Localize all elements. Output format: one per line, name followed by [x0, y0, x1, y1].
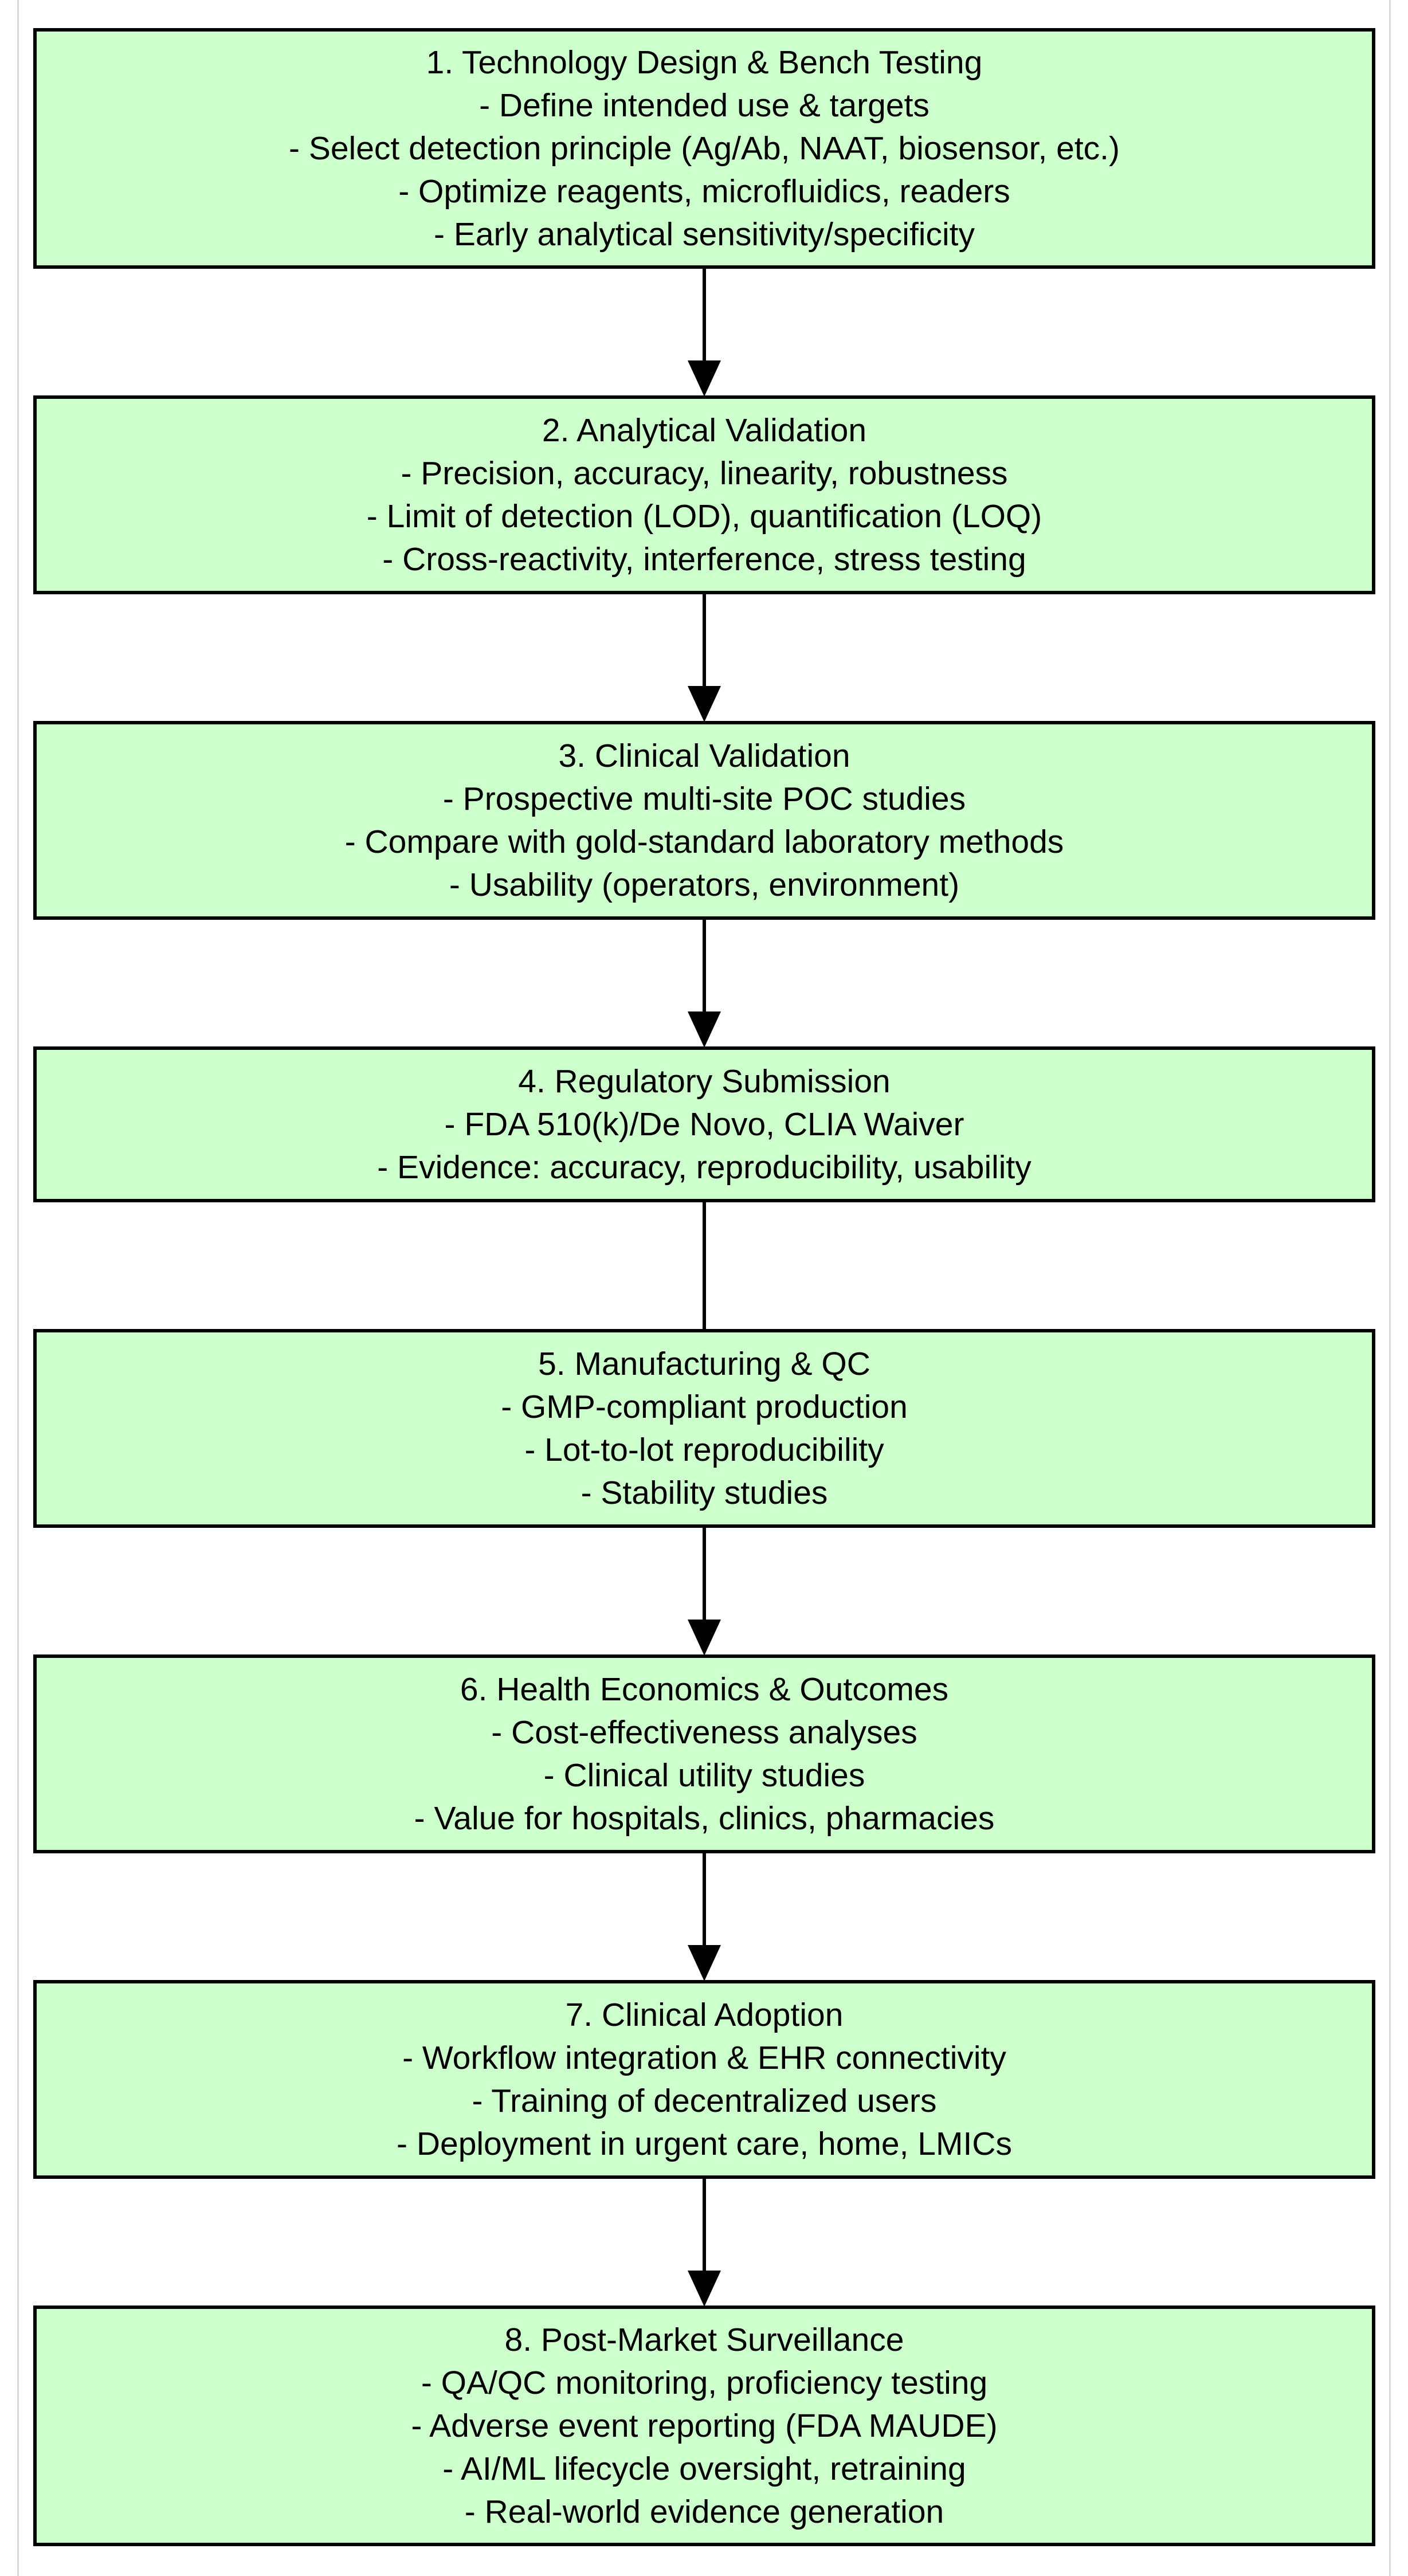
- stage-8-item-4: - Real-world evidence generation: [464, 2493, 944, 2530]
- connector-shaft: [703, 1528, 706, 1620]
- stage-box-7: 7. Clinical Adoption - Workflow integrat…: [33, 1980, 1375, 2179]
- stage-1-item-4: - Early analytical sensitivity/specifici…: [434, 215, 975, 253]
- connector-shaft: [703, 1853, 706, 1945]
- stage-6-item-3: - Value for hospitals, clinics, pharmaci…: [414, 1799, 995, 1837]
- stage-8-item-3: - AI/ML lifecycle oversight, retraining: [442, 2450, 966, 2487]
- stage-6-item-1: - Cost-effectiveness analyses: [491, 1714, 917, 1751]
- connector-shaft: [703, 920, 706, 1011]
- connector-shaft: [703, 594, 706, 686]
- stage-3-item-2: - Compare with gold-standard laboratory …: [344, 823, 1064, 860]
- diagram-frame: [17, 0, 1391, 2576]
- stage-1-title: 1. Technology Design & Bench Testing: [426, 44, 983, 81]
- stage-2-title: 2. Analytical Validation: [542, 411, 867, 449]
- stage-3-item-3: - Usability (operators, environment): [449, 866, 960, 903]
- stage-1-item-2: - Select detection principle (Ag/Ab, NAA…: [289, 130, 1120, 167]
- stage-box-6: 6. Health Economics & Outcomes - Cost-ef…: [33, 1654, 1375, 1853]
- stage-2-item-1: - Precision, accuracy, linearity, robust…: [401, 454, 1008, 492]
- stage-8-item-2: - Adverse event reporting (FDA MAUDE): [411, 2407, 998, 2444]
- stage-4-title: 4. Regulatory Submission: [518, 1062, 891, 1100]
- stage-5-title: 5. Manufacturing & QC: [538, 1345, 870, 1382]
- connector-shaft: [703, 1202, 706, 1329]
- stage-7-item-1: - Workflow integration & EHR connectivit…: [402, 2039, 1006, 2076]
- stage-3-item-1: - Prospective multi-site POC studies: [442, 780, 966, 817]
- arrow-down-icon: [688, 1620, 721, 1656]
- stage-5-item-2: - Lot-to-lot reproducibility: [524, 1431, 884, 1468]
- arrow-down-icon: [688, 1011, 721, 1048]
- stage-box-3: 3. Clinical Validation - Prospective mul…: [33, 721, 1375, 920]
- stage-2-item-2: - Limit of detection (LOD), quantificati…: [366, 497, 1042, 535]
- arrow-down-icon: [688, 2271, 721, 2307]
- stage-4-item-2: - Evidence: accuracy, reproducibility, u…: [377, 1148, 1032, 1186]
- stage-6-item-2: - Clinical utility studies: [543, 1756, 865, 1794]
- stage-2-item-3: - Cross-reactivity, interference, stress…: [382, 540, 1026, 578]
- stage-box-5: 5. Manufacturing & QC - GMP-compliant pr…: [33, 1329, 1375, 1528]
- stage-5-item-1: - GMP-compliant production: [501, 1388, 908, 1425]
- stage-5-item-3: - Stability studies: [581, 1474, 828, 1511]
- stage-6-title: 6. Health Economics & Outcomes: [460, 1671, 949, 1708]
- stage-box-4: 4. Regulatory Submission - FDA 510(k)/De…: [33, 1046, 1375, 1202]
- stage-7-item-3: - Deployment in urgent care, home, LMICs: [397, 2125, 1012, 2162]
- stage-box-2: 2. Analytical Validation - Precision, ac…: [33, 395, 1375, 594]
- stage-7-item-2: - Training of decentralized users: [472, 2082, 937, 2119]
- connector-shaft: [703, 2179, 706, 2271]
- arrow-down-icon: [688, 360, 721, 397]
- connector-shaft: [703, 269, 706, 360]
- arrow-down-icon: [688, 1945, 721, 1981]
- stage-3-title: 3. Clinical Validation: [558, 737, 850, 774]
- stage-box-8: 8. Post-Market Surveillance - QA/QC moni…: [33, 2306, 1375, 2546]
- arrow-down-icon: [688, 686, 721, 722]
- stage-1-item-1: - Define intended use & targets: [479, 87, 929, 124]
- stage-7-title: 7. Clinical Adoption: [565, 1996, 844, 2033]
- stage-8-title: 8. Post-Market Surveillance: [504, 2321, 904, 2358]
- stage-4-item-1: - FDA 510(k)/De Novo, CLIA Waiver: [444, 1105, 964, 1143]
- stage-8-item-1: - QA/QC monitoring, proficiency testing: [421, 2364, 988, 2401]
- stage-1-item-3: - Optimize reagents, microfluidics, read…: [398, 172, 1010, 210]
- stage-box-1: 1. Technology Design & Bench Testing - D…: [33, 28, 1375, 269]
